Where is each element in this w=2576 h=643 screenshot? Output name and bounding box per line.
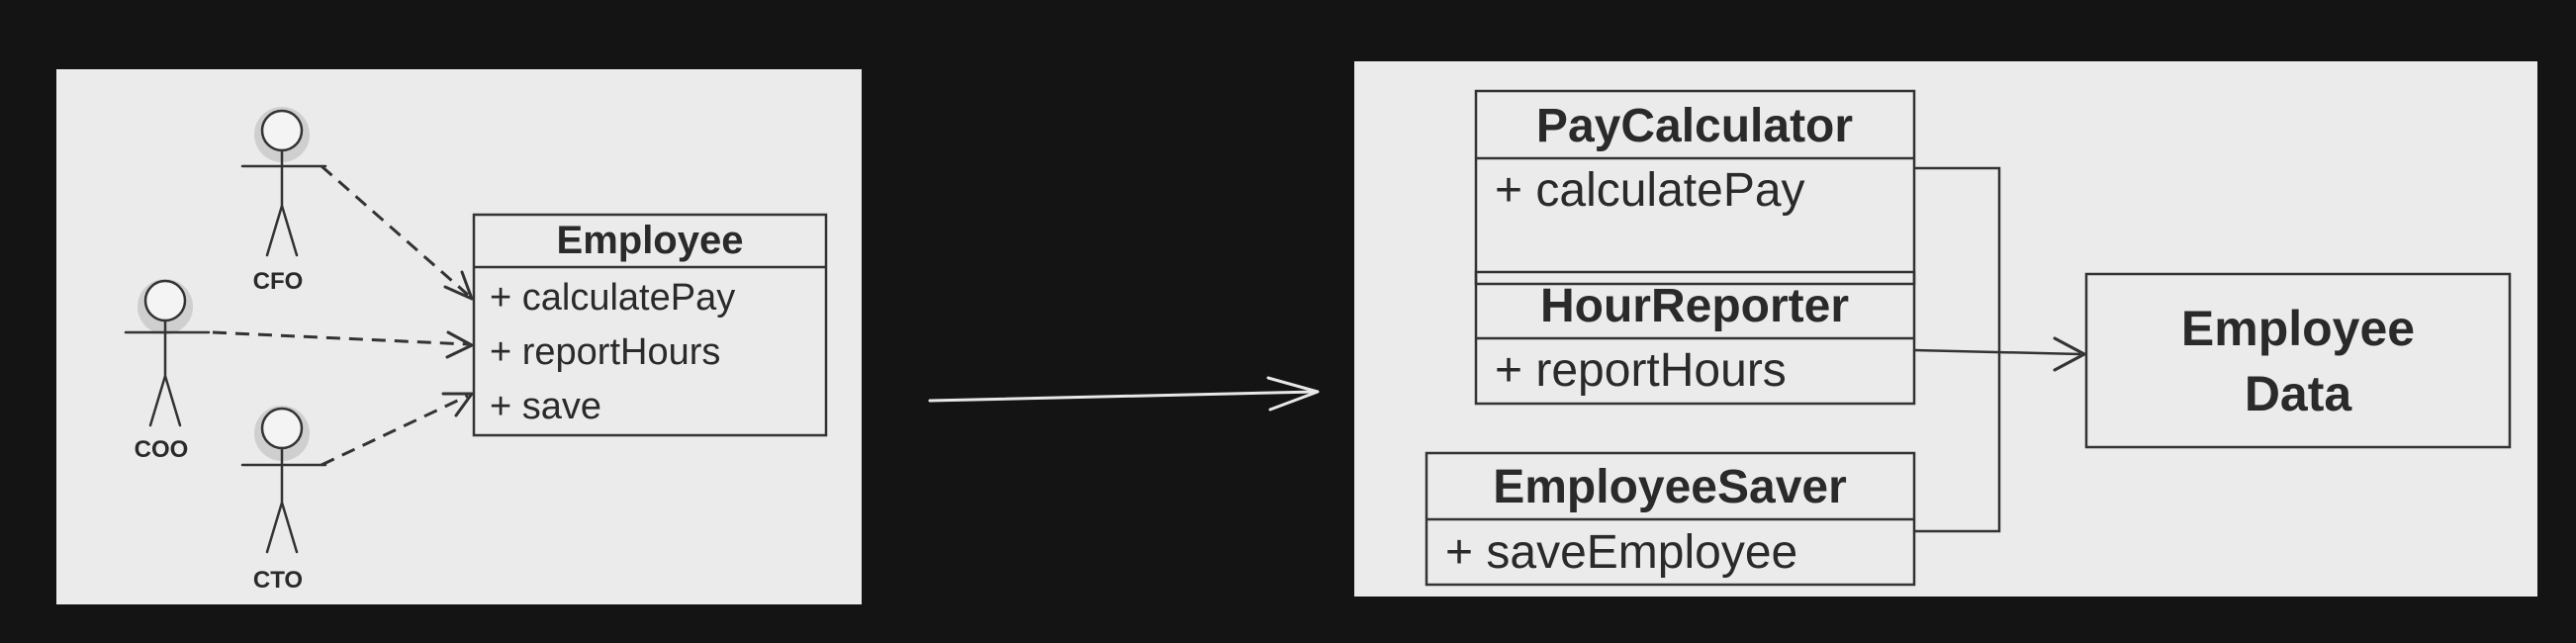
paycalculator-method: + calculatePay	[1495, 164, 1805, 217]
transformation-arrow	[928, 376, 1320, 412]
employee-method-save: + save	[490, 386, 601, 427]
paycalculator-class-box: PayCalculator + calculatePay	[1474, 89, 1916, 286]
employee-method-calculatepay: + calculatePay	[490, 277, 735, 319]
after-diagram-svg: PayCalculator + calculatePay HourReporte…	[1425, 89, 2512, 587]
actor-cto: CTO	[240, 406, 327, 594]
dependency-arrow-cto	[321, 392, 474, 467]
actor-cto-head	[260, 407, 304, 450]
paycalculator-class-name: PayCalculator	[1536, 100, 1853, 152]
actor-coo-label: COO	[135, 436, 189, 463]
hourreporter-method: + reportHours	[1495, 344, 1787, 397]
employee-class-box: Employee + calculatePay + reportHours + …	[472, 213, 828, 437]
employee-data-line2: Data	[2245, 366, 2353, 421]
employeesaver-class-box: EmployeeSaver + saveEmployee	[1425, 451, 1916, 587]
actor-cfo-label: CFO	[253, 268, 304, 295]
employeesaver-class-name: EmployeeSaver	[1493, 461, 1847, 513]
employee-class-name: Employee	[557, 219, 744, 262]
before-diagram-panel: CFO COO CTO	[56, 69, 862, 604]
actor-cto-label: CTO	[253, 567, 303, 594]
employeesaver-method: + saveEmployee	[1445, 526, 1797, 579]
after-diagram-panel: PayCalculator + calculatePay HourReporte…	[1354, 61, 2537, 597]
dependency-arrow-cfo	[321, 164, 474, 301]
employee-data-line1: Employee	[2181, 301, 2415, 356]
hourreporter-class-box: HourReporter + reportHours	[1474, 270, 1916, 406]
connector-lines	[1913, 166, 2086, 533]
actor-coo: COO	[124, 279, 211, 463]
employee-data-box: Employee Data	[2084, 272, 2512, 449]
actor-coo-head	[143, 279, 187, 322]
actor-cfo: CFO	[240, 107, 327, 295]
employee-method-reporthours: + reportHours	[490, 331, 720, 373]
dependency-arrow-coo	[212, 330, 474, 359]
before-diagram-svg: CFO COO CTO	[124, 107, 828, 594]
actor-cfo-head	[260, 109, 304, 152]
hourreporter-class-name: HourReporter	[1540, 280, 1849, 332]
